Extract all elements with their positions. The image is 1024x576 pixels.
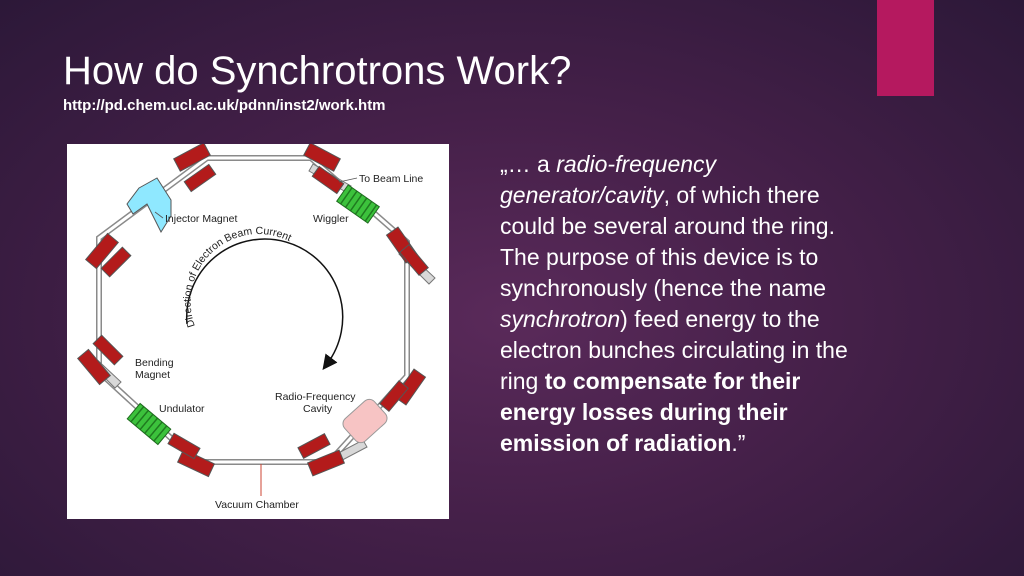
synchrotron-ring-svg: Direction of Electron Beam Current To Be…: [77, 144, 436, 511]
rf-cavity-label: Radio-Frequency: [275, 391, 356, 403]
beam-direction-arrow: [185, 238, 344, 370]
rf-cavity-label-line2: Cavity: [303, 403, 333, 415]
injector-magnet-leader: [154, 211, 164, 219]
bending-magnet: [311, 165, 345, 195]
quote-open: „… a: [500, 151, 557, 177]
synchrotron-diagram: Direction of Electron Beam Current To Be…: [67, 144, 449, 519]
injector-magnet-label: Injector Magnet: [165, 213, 237, 225]
vacuum-chamber-label: Vacuum Chamber: [215, 499, 299, 511]
undulator-label: Undulator: [159, 403, 205, 415]
rf-cavity: [342, 398, 388, 444]
quote-paragraph: „… a radio-frequency generator/cavity, o…: [500, 149, 870, 459]
beam-line-leader: [338, 177, 358, 183]
bending-magnet: [297, 432, 331, 460]
quote-italic-rf: radio-frequency generator/cavity: [500, 151, 717, 208]
wiggler-label: Wiggler: [313, 213, 349, 225]
bending-magnet: [173, 144, 211, 172]
bending-magnet: [167, 432, 201, 460]
bending-magnet: [77, 348, 111, 386]
quote-italic-synchrotron: synchrotron: [500, 306, 621, 332]
injector-magnet: [126, 177, 172, 234]
bending-magnet: [92, 334, 124, 366]
source-url[interactable]: http://pd.chem.ucl.ac.uk/pdnn/inst2/work…: [63, 97, 386, 114]
wiggler: [336, 184, 380, 224]
bending-magnet: [303, 144, 341, 172]
bending-magnet: [399, 243, 429, 277]
bending-magnet: [100, 246, 132, 278]
bending-magnet: [306, 449, 346, 477]
bending-magnet: [379, 379, 409, 413]
bending-magnet-label: Bending: [135, 357, 174, 369]
bending-magnet-label-line2: Magnet: [135, 369, 170, 381]
slide-title: How do Synchrotrons Work?: [63, 49, 572, 93]
bending-magnet: [176, 448, 216, 478]
quote-bold: to compensate for their energy losses du…: [500, 368, 801, 456]
undulator: [126, 402, 172, 446]
beam-line-label: To Beam Line: [359, 173, 423, 185]
accent-tab: [877, 0, 934, 96]
quote-plain-1: , of which there could be several around…: [500, 182, 835, 301]
quote-block: „… a radio-frequency generator/cavity, o…: [500, 149, 870, 459]
quote-close: .”: [731, 430, 746, 456]
bending-magnet: [183, 163, 217, 193]
bending-magnet: [85, 232, 119, 270]
quote-plain-2: ) feed energy to the electron bunches ci…: [500, 306, 848, 394]
